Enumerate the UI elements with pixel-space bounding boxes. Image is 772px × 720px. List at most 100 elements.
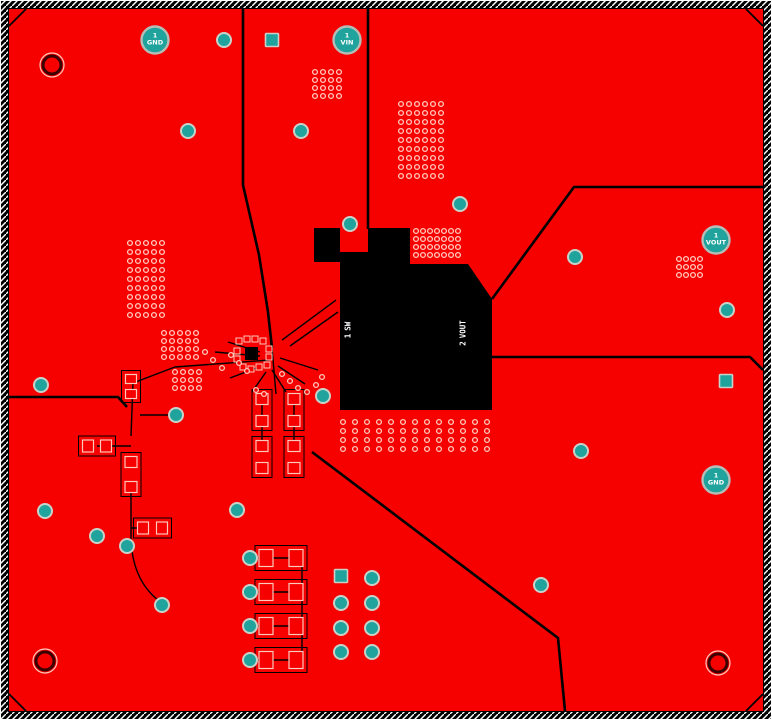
stitch-via[interactable]	[421, 136, 429, 144]
stitch-via[interactable]	[363, 445, 371, 453]
stitch-via[interactable]	[675, 271, 683, 279]
stitch-via[interactable]	[682, 263, 690, 271]
via[interactable]	[573, 443, 589, 459]
stitch-via[interactable]	[134, 311, 142, 319]
ic-pad[interactable]	[259, 337, 267, 345]
stitch-via[interactable]	[419, 227, 427, 235]
stitch-via[interactable]	[187, 376, 195, 384]
via[interactable]	[364, 644, 380, 660]
via[interactable]	[33, 377, 49, 393]
stitch-via[interactable]	[447, 243, 455, 251]
stitch-via[interactable]	[351, 418, 359, 426]
via[interactable]	[168, 407, 184, 423]
stitch-via[interactable]	[429, 118, 437, 126]
component-pad[interactable]	[287, 392, 301, 406]
stitch-via[interactable]	[696, 263, 704, 271]
ic-pad[interactable]	[235, 337, 243, 345]
stitch-via[interactable]	[437, 100, 445, 108]
stitch-via[interactable]	[426, 243, 434, 251]
stitch-via[interactable]	[429, 127, 437, 135]
stitch-via[interactable]	[689, 271, 697, 279]
stitch-via[interactable]	[158, 239, 166, 247]
stitch-via[interactable]	[429, 154, 437, 162]
stitch-via[interactable]	[405, 127, 413, 135]
stitch-via[interactable]	[187, 384, 195, 392]
stitch-via[interactable]	[437, 127, 445, 135]
ic-pad[interactable]	[263, 361, 271, 369]
component-pad[interactable]	[287, 461, 301, 475]
stitch-via[interactable]	[351, 427, 359, 435]
stitch-via[interactable]	[227, 351, 235, 359]
stitch-via[interactable]	[405, 145, 413, 153]
via[interactable]	[333, 620, 349, 636]
stitch-via[interactable]	[335, 76, 343, 84]
stitch-via[interactable]	[459, 418, 467, 426]
stitch-via[interactable]	[318, 373, 326, 381]
stitch-via[interactable]	[179, 384, 187, 392]
stitch-via[interactable]	[426, 251, 434, 259]
via[interactable]	[364, 570, 380, 586]
stitch-via[interactable]	[375, 436, 383, 444]
stitch-via[interactable]	[426, 227, 434, 235]
stitch-via[interactable]	[429, 136, 437, 144]
stitch-via[interactable]	[435, 427, 443, 435]
stitch-via[interactable]	[134, 257, 142, 265]
via[interactable]	[567, 249, 583, 265]
stitch-via[interactable]	[454, 243, 462, 251]
stitch-via[interactable]	[142, 275, 150, 283]
stitch-via[interactable]	[142, 284, 150, 292]
ic-pad[interactable]	[265, 345, 273, 353]
stitch-via[interactable]	[405, 136, 413, 144]
stitch-via[interactable]	[429, 109, 437, 117]
stitch-via[interactable]	[311, 68, 319, 76]
stitch-via[interactable]	[447, 436, 455, 444]
stitch-via[interactable]	[134, 248, 142, 256]
stitch-via[interactable]	[397, 145, 405, 153]
stitch-via[interactable]	[158, 266, 166, 274]
ic-pad[interactable]	[233, 347, 241, 355]
stitch-via[interactable]	[399, 436, 407, 444]
stitch-via[interactable]	[447, 418, 455, 426]
component-pad[interactable]	[287, 414, 301, 428]
stitch-via[interactable]	[134, 302, 142, 310]
via[interactable]	[242, 652, 258, 668]
stitch-via[interactable]	[397, 127, 405, 135]
stitch-via[interactable]	[459, 445, 467, 453]
via[interactable]	[242, 584, 258, 600]
stitch-via[interactable]	[421, 154, 429, 162]
stitch-via[interactable]	[435, 418, 443, 426]
stitch-via[interactable]	[150, 239, 158, 247]
stitch-via[interactable]	[218, 364, 226, 372]
stitch-via[interactable]	[335, 92, 343, 100]
signal-trace[interactable]	[281, 299, 337, 341]
stitch-via[interactable]	[413, 163, 421, 171]
stitch-via[interactable]	[134, 284, 142, 292]
component-pad[interactable]	[288, 548, 304, 568]
stitch-via[interactable]	[447, 227, 455, 235]
stitch-via[interactable]	[187, 368, 195, 376]
stitch-via[interactable]	[168, 345, 176, 353]
component-pad[interactable]	[288, 616, 304, 636]
stitch-via[interactable]	[335, 84, 343, 92]
signal-trace[interactable]	[130, 359, 271, 437]
stitch-via[interactable]	[397, 163, 405, 171]
stitch-via[interactable]	[437, 109, 445, 117]
stitch-via[interactable]	[195, 368, 203, 376]
signal-trace[interactable]	[277, 365, 306, 385]
square-pad[interactable]	[718, 373, 734, 389]
stitch-via[interactable]	[429, 163, 437, 171]
stitch-via[interactable]	[411, 427, 419, 435]
stitch-via[interactable]	[397, 172, 405, 180]
stitch-via[interactable]	[126, 311, 134, 319]
stitch-via[interactable]	[126, 275, 134, 283]
component-pad[interactable]	[155, 521, 169, 535]
via[interactable]	[293, 123, 309, 139]
stitch-via[interactable]	[682, 271, 690, 279]
testpoint-pad-gnd[interactable]	[140, 25, 170, 55]
via[interactable]	[333, 595, 349, 611]
stitch-via[interactable]	[413, 145, 421, 153]
via[interactable]	[719, 302, 735, 318]
stitch-via[interactable]	[412, 227, 420, 235]
stitch-via[interactable]	[192, 337, 200, 345]
stitch-via[interactable]	[471, 418, 479, 426]
